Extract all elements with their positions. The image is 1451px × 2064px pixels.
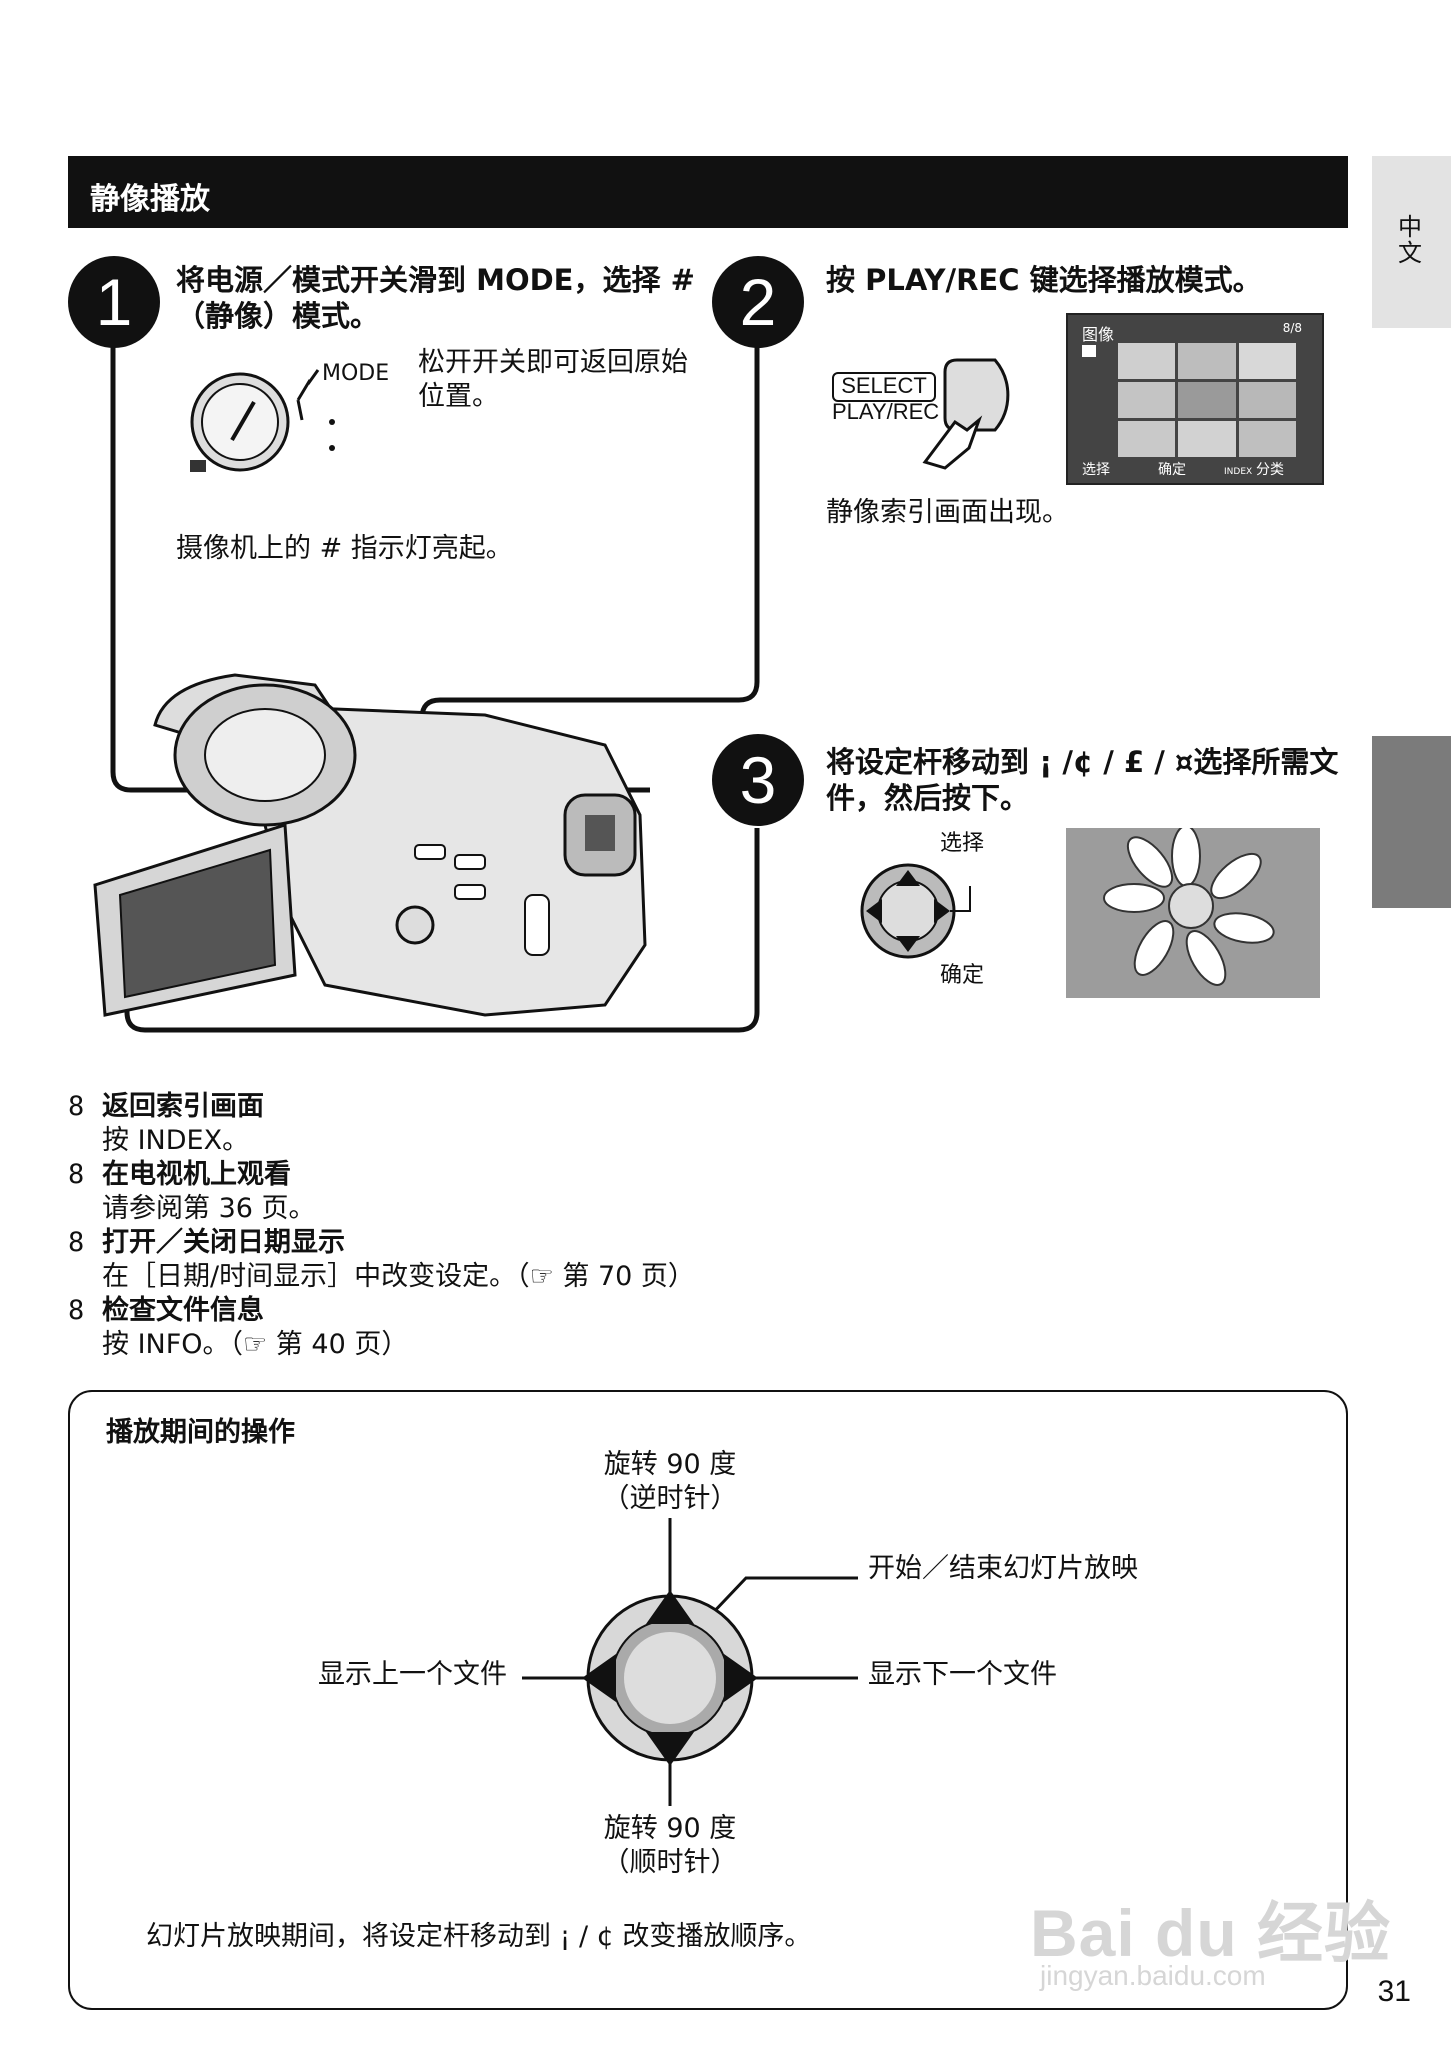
rotate-ccw-sub: （逆时针） xyxy=(602,1483,738,1514)
set-lever-icon[interactable] xyxy=(850,856,980,966)
step-connector-lines xyxy=(110,318,760,1033)
language-tab[interactable]: 中文 xyxy=(1372,156,1451,328)
set-lever-diagram xyxy=(522,1518,858,1806)
flower-photo xyxy=(1066,828,1320,998)
lever-select-label: 选择 xyxy=(940,831,985,856)
thumbnail[interactable] xyxy=(1238,421,1296,457)
step-3-badge: 3 xyxy=(712,734,804,826)
step-3-instruction: 将设定杆移动到 ¡ /¢ / £ / ¤选择所需文件，然后按下。 xyxy=(826,745,1339,815)
notes-list: 8 返回索引画面 按 INDEX。 8 在电视机上观看 请参阅第 36 页。 8… xyxy=(68,1090,968,1362)
note-bullet: 8 xyxy=(68,1227,85,1258)
note-item: 8 打开／关闭日期显示 在［日期/时间显示］中改变设定。（☞ 第 70 页） xyxy=(68,1226,968,1294)
playrec-label: PLAY/REC xyxy=(832,399,940,424)
note-bullet: 8 xyxy=(68,1091,85,1122)
screen-footer-confirm: 确定 xyxy=(1158,462,1186,478)
baidu-watermark-url: jingyan.baidu.com xyxy=(1040,1960,1266,1991)
note-item: 8 在电视机上观看 请参阅第 36 页。 xyxy=(68,1158,968,1226)
thumbnail[interactable] xyxy=(1238,382,1296,418)
note-text: 请参阅第 36 页。 xyxy=(102,1193,316,1224)
note-item: 8 检查文件信息 按 INFO。（☞ 第 40 页） xyxy=(68,1294,968,1362)
step-1-instruction: 将电源／模式开关滑到 MODE，选择 # （静像）模式。 xyxy=(176,263,695,333)
screen-footer-index: INDEX xyxy=(1224,467,1253,477)
select-label: SELECT xyxy=(841,373,927,398)
screen-footer-select: 选择 xyxy=(1082,462,1110,478)
thumbnail-grid xyxy=(1118,343,1296,457)
note-item: 8 返回索引画面 按 INDEX。 xyxy=(68,1090,968,1158)
select-button-frame: SELECT xyxy=(832,372,936,402)
thumbnail[interactable] xyxy=(1178,343,1236,379)
index-screen: 图像 8/8 选择 确定 INDEX 分类 xyxy=(1066,313,1324,485)
step-2-result: 静像索引画面出现。 xyxy=(826,497,1069,528)
lever-confirm-label: 确定 xyxy=(940,963,985,988)
playback-box-title: 播放期间的操作 xyxy=(106,1417,295,1448)
index-screen-title: 图像 xyxy=(1082,325,1115,344)
thumbnail[interactable] xyxy=(1178,421,1236,457)
page-number: 31 xyxy=(1377,1975,1411,2008)
thumbnail[interactable] xyxy=(1118,343,1176,379)
note-text: 在［日期/时间显示］中改变设定。（☞ 第 70 页） xyxy=(102,1261,695,1292)
playback-operations-box: 播放期间的操作 旋转 90 度 （逆时针） 开始／结束幻灯片放映 显示上一个文件… xyxy=(68,1390,1348,2010)
prev-file-label: 显示上一个文件 xyxy=(318,1659,507,1690)
note-title: 打开／关闭日期显示 xyxy=(102,1227,345,1258)
rotate-ccw-label: 旋转 90 度 xyxy=(603,1449,737,1480)
step-1-badge: 1 xyxy=(68,256,160,348)
release-note: 松开开关即可返回原始位置。 xyxy=(418,347,688,412)
thumbnail[interactable] xyxy=(1178,382,1236,418)
camera-icon xyxy=(1082,345,1096,357)
mode-dial-icon xyxy=(190,369,335,472)
rotate-cw-label: 旋转 90 度 xyxy=(603,1813,737,1844)
note-title: 在电视机上观看 xyxy=(102,1159,291,1190)
next-file-label: 显示下一个文件 xyxy=(868,1659,1057,1690)
mode-label: MODE xyxy=(322,361,390,386)
slideshow-footer-note: 幻灯片放映期间，将设定杆移动到 ¡ / ¢ 改变播放顺序。 xyxy=(146,1921,812,1952)
thumbnail[interactable] xyxy=(1238,343,1296,379)
index-screen-count: 8/8 xyxy=(1282,321,1302,335)
note-title: 检查文件信息 xyxy=(102,1295,264,1326)
slideshow-label: 开始／结束幻灯片放映 xyxy=(868,1553,1138,1584)
note-text: 按 INFO。（☞ 第 40 页） xyxy=(102,1329,409,1360)
section-title: 静像播放 xyxy=(90,182,210,217)
note-bullet: 8 xyxy=(68,1295,85,1326)
baidu-watermark-brand: Bai du 经验 xyxy=(1030,1896,1392,1970)
thumbnail[interactable] xyxy=(1118,382,1176,418)
screen-footer-sort: 分类 xyxy=(1256,462,1284,478)
chapter-tab xyxy=(1372,736,1451,908)
language-tab-label: 中文 xyxy=(1398,213,1422,267)
note-bullet: 8 xyxy=(68,1159,85,1190)
indicator-note: 摄像机上的 # 指示灯亮起。 xyxy=(176,533,513,564)
note-title: 返回索引画面 xyxy=(102,1091,264,1122)
thumbnail[interactable] xyxy=(1118,421,1176,457)
rotate-cw-sub: （顺时针） xyxy=(602,1847,738,1878)
note-text: 按 INDEX。 xyxy=(102,1125,250,1156)
section-header: 静像播放 xyxy=(68,156,1348,228)
step-2-instruction: 按 PLAY/REC 键选择播放模式。 xyxy=(826,263,1262,297)
camcorder-illustration xyxy=(93,673,647,1017)
playrec-button-icon[interactable] xyxy=(915,352,1045,472)
step-2-badge: 2 xyxy=(712,256,804,348)
